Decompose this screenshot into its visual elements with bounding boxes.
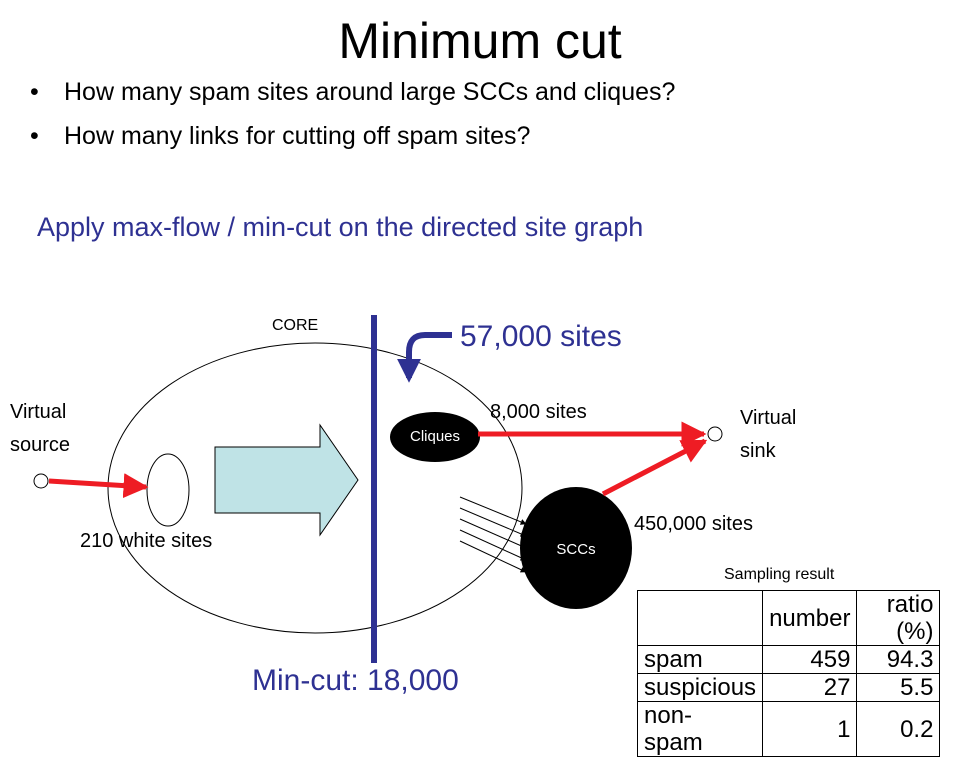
sccs-to-sink-edge (601, 438, 708, 497)
min-cut-label: Min-cut: 18,000 (252, 664, 459, 697)
virtual-sink-node (707, 426, 723, 442)
core-label: CORE (272, 317, 319, 334)
sampling-result-table: number ratio (%) spam 459 94.3 suspiciou… (636, 590, 941, 757)
sites-450k-label: 450,000 sites (634, 513, 753, 535)
virtual-source-label-1: Virtual (10, 401, 67, 423)
scc-in-edge (459, 529, 527, 561)
bullet-text: How many links for cutting off spam site… (64, 122, 531, 150)
slide-subtitle: Apply max-flow / min-cut on the directed… (37, 212, 644, 242)
scc-in-edge (459, 507, 527, 537)
virtual-source-node (33, 473, 49, 489)
table-cell: 94.3 (856, 645, 941, 674)
table-cell: 1 (762, 701, 858, 757)
flow-block-arrow (214, 423, 359, 537)
table-cell: 459 (762, 645, 858, 674)
table-cell: 5.5 (856, 673, 941, 702)
table-cell: spam (636, 645, 764, 674)
scc-in-edge (459, 518, 527, 549)
bullet-dot-icon: • (30, 122, 39, 150)
white-sites-ellipse (146, 453, 190, 527)
table-cell: non- spam (636, 701, 764, 757)
bullet-dot-icon: • (30, 78, 39, 106)
sccs-node (520, 487, 632, 609)
min-cut-diagram (33, 315, 723, 663)
table-header-cell: number (762, 590, 858, 646)
table-cell: 0.2 (856, 701, 941, 757)
table-caption: Sampling result (724, 566, 835, 583)
table-header-row: number ratio (%) (636, 590, 941, 646)
bullet-text: How many spam sites around large SCCs an… (64, 78, 676, 106)
sccs-label: SCCs (556, 541, 596, 558)
sites-57k-label: 57,000 sites (460, 320, 622, 353)
table-cell: suspicious (636, 673, 764, 702)
curved-pointer-arrow (397, 332, 452, 383)
virtual-sink-label-2: sink (740, 440, 776, 462)
bullet-item: • How many spam sites around large SCCs a… (30, 78, 675, 107)
table-header-cell (636, 590, 764, 646)
virtual-sink-label-1: Virtual (740, 407, 797, 429)
cliques-label: Cliques (409, 428, 461, 445)
table-row: suspicious 27 5.5 (636, 673, 941, 702)
cliques-node (390, 412, 480, 462)
table-cell: 27 (762, 673, 858, 702)
scc-in-edge (459, 496, 527, 525)
sites-8k-label: 8,000 sites (490, 401, 587, 423)
slide-title: Minimum cut (338, 13, 622, 69)
table-row: spam 459 94.3 (636, 645, 941, 674)
scc-in-edge (459, 540, 527, 573)
virtual-source-label-2: source (10, 434, 71, 456)
source-edge (48, 473, 149, 499)
core-ellipse (107, 342, 523, 634)
table-row: non- spam 1 0.2 (636, 701, 941, 757)
white-sites-label: 210 white sites (80, 530, 213, 552)
bullet-item: • How many links for cutting off spam sit… (30, 122, 530, 151)
table-header-cell: ratio (%) (856, 590, 941, 646)
